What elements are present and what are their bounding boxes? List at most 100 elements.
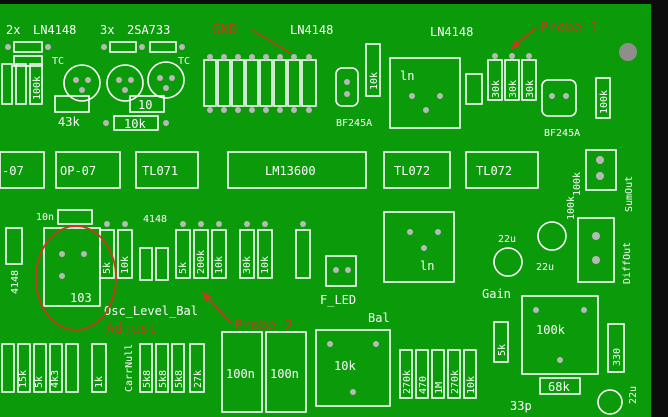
capacitor-22u-b: 22u (536, 221, 567, 273)
capacitor-10n: 10n (36, 209, 93, 225)
svg-text:100k: 100k (32, 76, 43, 100)
resistor-10k-vertical: 10k (365, 43, 381, 97)
svg-text:TC: TC (52, 56, 64, 67)
svg-text:10k: 10k (124, 117, 146, 131)
svg-text:5k: 5k (497, 344, 508, 356)
resistor-10: 10 (129, 95, 165, 113)
label-ln4148-right: LN4148 (430, 25, 473, 39)
connector-sumout: SumOut 100k 100k (566, 149, 635, 220)
svg-text:30k: 30k (242, 256, 253, 274)
connector-diffout: DiffOut (577, 217, 633, 284)
svg-text:1M: 1M (434, 382, 445, 394)
svg-text:LM13600: LM13600 (265, 164, 316, 178)
ic-tl072-b: TL072 (465, 151, 539, 189)
svg-text:BF245A: BF245A (336, 118, 372, 129)
svg-text:TL072: TL072 (394, 164, 430, 178)
svg-text:270k: 270k (450, 370, 461, 394)
fet-bf245a-right: BF245A (541, 79, 580, 139)
svg-text:SumOut: SumOut (624, 176, 635, 212)
svg-text:OP-07: OP-07 (60, 164, 96, 178)
label-ln4148-left: LN4148 (33, 23, 76, 37)
svg-text:22u: 22u (536, 262, 554, 273)
svg-text:Probe 1: Probe 1 (540, 20, 599, 36)
label-osc-level-bal: Osc_Level_Bal (104, 304, 198, 318)
label-bal: Bal (368, 311, 390, 325)
svg-text:GND: GND (212, 22, 237, 38)
svg-text:10k: 10k (466, 376, 477, 394)
diode-pair-top-left (5, 41, 51, 67)
svg-text:5k8: 5k8 (174, 370, 185, 388)
resistor-bank-bottom-left: 15k 5k 4k3 1k CarrNull (1, 343, 135, 393)
annotation-probe2: Probe 2 (202, 292, 293, 334)
label-2x: 2x (6, 23, 20, 37)
capacitor-22u-a: 22u (493, 234, 523, 277)
svg-text:103: 103 (70, 291, 92, 305)
resistor-bank-osc: 5k 10k 5k 200k 10k 30k 10k (99, 221, 311, 281)
svg-text:ln: ln (420, 259, 434, 273)
resistor-group-left-top: 100k (1, 63, 43, 105)
svg-text:4148: 4148 (10, 270, 21, 294)
svg-text:10n: 10n (36, 212, 54, 223)
transistor-left-2 (106, 64, 144, 102)
ic-tl071: TL071 (135, 151, 199, 189)
svg-text:5k: 5k (34, 376, 45, 388)
svg-text:15k: 15k (18, 370, 29, 388)
pot-10k: 10k (315, 329, 391, 407)
svg-text:TL072: TL072 (476, 164, 512, 178)
svg-text:F_LED: F_LED (320, 293, 356, 307)
svg-text:30k: 30k (508, 80, 519, 98)
top-margin (0, 0, 651, 4)
svg-text:TC: TC (178, 56, 190, 67)
svg-text:330: 330 (612, 348, 623, 366)
inductor-ln-top: ln (389, 57, 461, 129)
mounting-hole (619, 43, 637, 61)
inductor-ln-mid: ln (383, 211, 455, 283)
annotation-adjust: Adjust (35, 225, 157, 337)
capacitor-top-right (465, 73, 483, 105)
svg-text:1k: 1k (94, 376, 105, 388)
svg-text:Probe 2: Probe 2 (234, 318, 293, 334)
svg-text:4k3: 4k3 (50, 370, 61, 388)
annotation-gnd: GND (212, 22, 293, 55)
svg-text:Adjust: Adjust (106, 321, 157, 337)
svg-text:DiffOut: DiffOut (622, 242, 633, 284)
transistor-tc-right: TC (147, 56, 190, 99)
resistor-row-top (101, 41, 185, 53)
ic-07-left: -07 (0, 151, 45, 189)
capacitor-100n-a: 100n (221, 331, 263, 413)
svg-text:30k: 30k (525, 80, 536, 98)
resistor-bank-gnd (203, 54, 317, 113)
resistor-left-mid: 4148 (5, 227, 23, 294)
svg-text:22u: 22u (498, 234, 516, 245)
svg-text:100n: 100n (270, 367, 299, 381)
svg-text:10: 10 (138, 98, 152, 112)
svg-text:5k: 5k (102, 262, 113, 274)
svg-text:5k8: 5k8 (158, 370, 169, 388)
svg-text:470: 470 (418, 376, 429, 394)
resistor-100k-right: 100k (595, 77, 611, 119)
svg-text:30k: 30k (491, 80, 502, 98)
resistor-10k-top: 10k (103, 115, 169, 131)
svg-text:ln: ln (400, 69, 414, 83)
pcb-surface (0, 0, 651, 417)
transistor-tc-left: TC (52, 56, 101, 102)
label-4148-mid: 4148 (143, 214, 167, 225)
resistor-bank-bottom-right: 270k 470 1M 270k 10k (399, 349, 477, 399)
svg-text:TL071: TL071 (142, 164, 178, 178)
resistor-5k-gain: 5k (493, 321, 509, 363)
ic-lm13600: LM13600 (227, 151, 367, 189)
resistor-68k: 68k (539, 377, 581, 395)
label-gain: Gain (482, 287, 511, 301)
svg-text:5k8: 5k8 (142, 370, 153, 388)
pot-100k: 100k (521, 295, 599, 375)
svg-text:10k: 10k (369, 72, 380, 90)
svg-text:-07: -07 (2, 164, 24, 178)
svg-text:27k: 27k (193, 370, 204, 388)
svg-text:100k: 100k (536, 323, 566, 337)
label-3x: 3x (100, 23, 114, 37)
label-ln4148-mid: LN4148 (290, 23, 333, 37)
resistor-bank-bottom-mid: 5k8 5k8 5k8 27k (139, 343, 205, 393)
svg-text:200k: 200k (196, 250, 207, 274)
svg-text:10k: 10k (120, 256, 131, 274)
